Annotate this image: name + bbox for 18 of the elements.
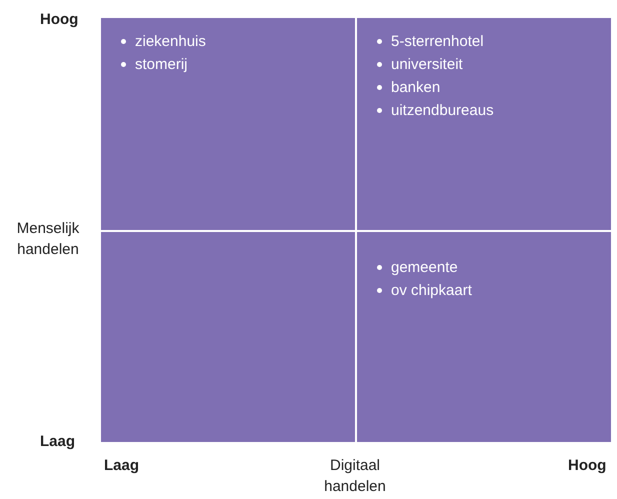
bullet-item: uitzendbureaus [391, 101, 494, 121]
bullet-item: 5-sterrenhotel [391, 32, 484, 52]
bullet-item: ziekenhuis [135, 32, 206, 52]
bullet-item: universiteit [391, 55, 463, 75]
axis-label: Menselijk handelen [16, 219, 80, 260]
axis-label: Laag [104, 456, 140, 476]
axis-label: Digitaal handelen [323, 456, 387, 497]
bullet-item: ov chipkaart [391, 281, 472, 301]
quadrant-box [357, 18, 611, 230]
axis-label: Hoog [568, 456, 606, 476]
bullet-item: stomerij [135, 55, 188, 75]
axis-label: Laag [40, 432, 76, 452]
quadrant-box [101, 232, 355, 442]
bullet-item: gemeente [391, 258, 458, 278]
quadrant-box [357, 232, 611, 442]
quadrant-box [101, 18, 355, 230]
axis-label: Hoog [40, 10, 78, 30]
bullet-item: banken [391, 78, 440, 98]
